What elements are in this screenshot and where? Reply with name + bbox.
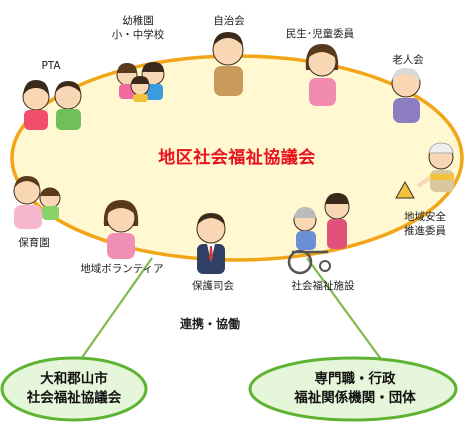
- jichikai-man-illustration: [212, 32, 244, 96]
- relation-label: 連携・協働: [179, 317, 241, 331]
- hoikuen-mother-illustration: [13, 176, 61, 229]
- connector-right: [306, 257, 387, 367]
- hogoshi-man-illustration: [196, 213, 226, 274]
- member-label-school-line1: 幼稚園: [122, 15, 154, 27]
- council-title: 地区社会福祉協議会: [158, 148, 316, 168]
- member-label-shisetsu: 社会福祉施設: [291, 280, 355, 292]
- partner-pro-line2: 福祉関係機関・団体: [294, 390, 416, 406]
- pta-parents-illustration: [22, 80, 82, 130]
- member-label-volunteer: 地域ボランティア: [80, 263, 164, 275]
- school-children-illustration: [116, 62, 165, 102]
- member-label-anzen-line1: 地域安全: [404, 211, 446, 223]
- member-label-rojinkai: 老人会: [392, 54, 424, 66]
- member-label-minsei: 民生･児童委員: [285, 28, 355, 40]
- partner-bubble-city: [0, 356, 148, 422]
- member-label-pta: PTA: [41, 60, 61, 72]
- member-label-school-line2: 小・中学校: [111, 29, 165, 41]
- member-label-jichikai: 自治会: [213, 15, 245, 27]
- shisetsu-care-illustration: [287, 193, 350, 275]
- volunteer-woman-illustration: [103, 200, 139, 259]
- partner-city-line2: 社会福祉協議会: [26, 390, 122, 406]
- partner-pro-line1: 専門職・行政: [314, 371, 396, 387]
- member-label-hogoshi: 保護司会: [192, 280, 234, 292]
- partner-city-line1: 大和郡山市: [40, 371, 108, 387]
- member-label-anzen-line2: 推進委員: [404, 225, 446, 237]
- partner-bubble-pro: [248, 356, 458, 422]
- connector-left: [75, 257, 153, 367]
- minsei-woman-illustration: [305, 44, 339, 106]
- anzen-patrol-illustration: [395, 142, 454, 199]
- rojinkai-elder-illustration: [391, 68, 421, 123]
- member-label-hoikuen: 保育園: [18, 237, 50, 249]
